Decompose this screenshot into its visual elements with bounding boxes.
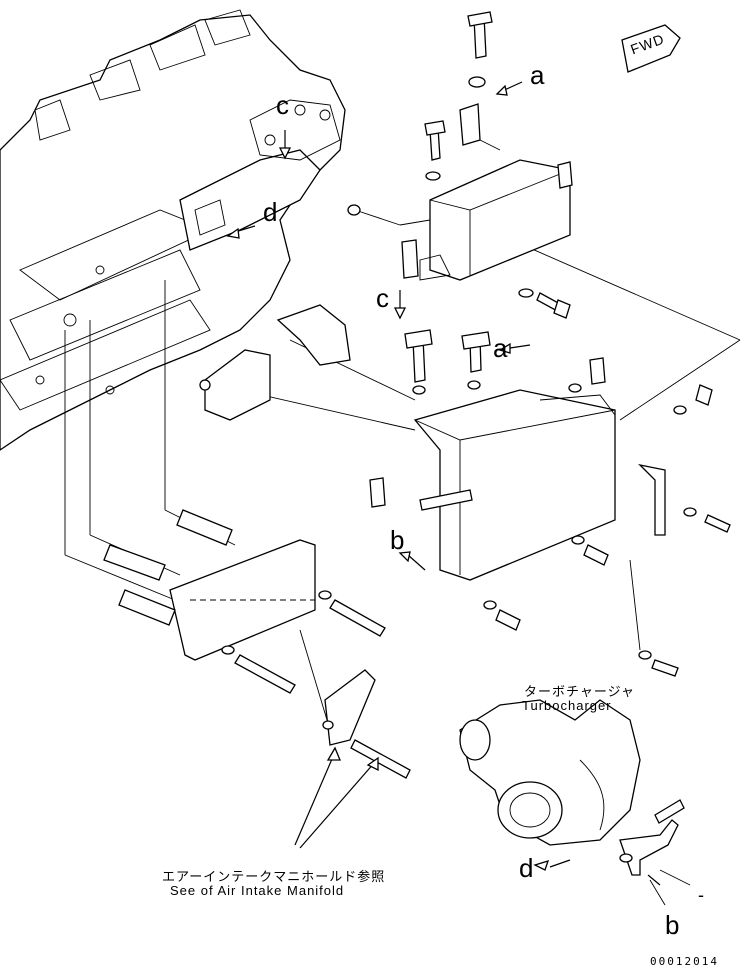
left-lower-shield [103, 509, 411, 849]
drawing-code: 00012014 [650, 955, 719, 968]
turbocharger-label-jp: ターボチャージャ [524, 684, 635, 699]
callout-b-bottom: b [665, 910, 680, 940]
mounting-brackets [199, 304, 351, 421]
upper-heat-shield [347, 11, 573, 319]
turbocharger [459, 699, 691, 906]
dash-mark: - [698, 885, 705, 905]
fwd-arrow [621, 24, 681, 73]
direction-arrows [226, 81, 661, 886]
callout-d-top: d [263, 197, 278, 227]
callout-a-top: a [530, 60, 545, 90]
callout-c-mid: c [376, 283, 389, 313]
callout-c-top: c [276, 90, 289, 120]
lower-heat-shield [369, 329, 731, 677]
turbocharger-label-en: Turbocharger [522, 698, 612, 713]
engine-block [0, 9, 346, 451]
intake-manifold-note-jp: エアーインテークマニホールド参照 [162, 869, 386, 884]
callout-a-mid: a [493, 333, 508, 363]
intake-manifold-note-en: See of Air Intake Manifold [170, 883, 345, 898]
callout-b-left: b [390, 525, 405, 555]
callout-d-bottom: d [519, 853, 534, 883]
